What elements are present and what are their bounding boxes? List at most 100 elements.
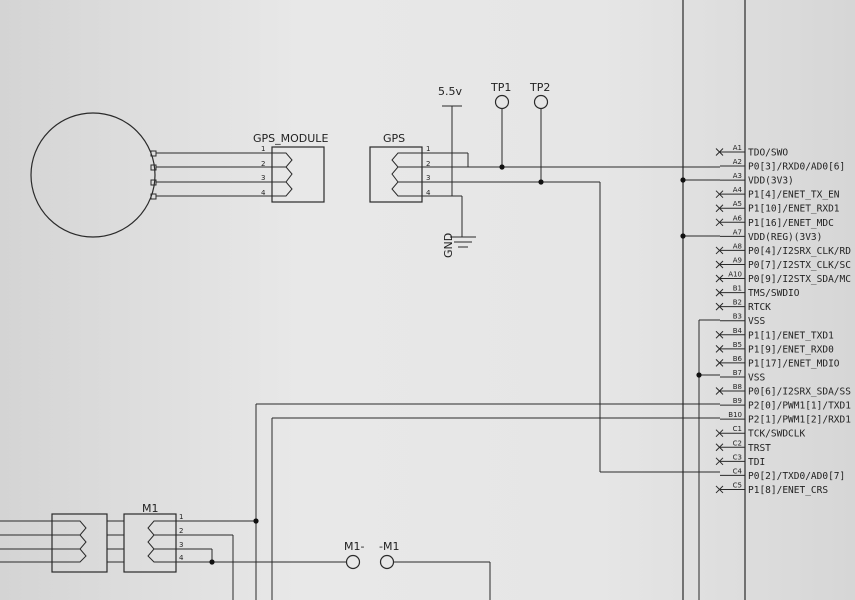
- test-point-minus-m1[interactable]: -M1: [379, 540, 399, 570]
- gps-module-pin-2: 2: [261, 160, 265, 168]
- motor-side-connector: [51, 513, 108, 573]
- ic-pin: B5 P1[9]/ENET_RXD0: [715, 341, 834, 355]
- gps-module-pin-4: 4: [261, 189, 266, 197]
- no-connect-mark: [715, 190, 724, 199]
- ic-pin-name: TDI: [748, 457, 765, 468]
- ic-pin-number: B8: [733, 383, 742, 391]
- no-connect-mark: [715, 218, 724, 227]
- no-connect-mark: [715, 274, 724, 283]
- ic-power-rails: [680, 177, 720, 600]
- ic-pin-number: C4: [733, 467, 743, 475]
- ic-pin-name: P0[4]/I2SRX_CLK/RD: [748, 246, 851, 257]
- gps-pin-2: 2: [426, 160, 430, 168]
- ic-pin-name: P0[2]/TXD0/AD0[7]: [748, 471, 845, 482]
- gps-pin-3: 3: [426, 174, 430, 182]
- no-connect-mark: [715, 260, 724, 269]
- ic-pin-name: P1[8]/ENET_CRS: [748, 485, 828, 496]
- ic-pin-name: VDD(REG)(3V3): [748, 232, 822, 243]
- ic-pin-name: P1[9]/ENET_RXD0: [748, 344, 834, 355]
- ic-pin-number: B10: [728, 411, 742, 419]
- gps-module-pin-3: 3: [261, 174, 265, 182]
- ic-pin-name: P2[0]/PWM1[1]/TXD1: [748, 401, 851, 412]
- gps-pin-1: 1: [426, 145, 430, 153]
- no-connect-mark: [715, 457, 724, 466]
- ic-pin-name: P0[6]/I2SRX_SDA/SS: [748, 387, 851, 398]
- ic-pin-name: VSS: [748, 372, 765, 383]
- ic-pin-number: B4: [733, 327, 743, 335]
- ic-pin-name: P1[10]/ENET_RXD1: [748, 204, 840, 215]
- gps-wires: [422, 105, 720, 473]
- m1-minus-label: M1-: [344, 540, 364, 553]
- no-connect-mark: [715, 359, 724, 367]
- ic-pin-name: P1[1]/ENET_TXD1: [748, 330, 834, 341]
- ic-pin-number: B6: [733, 355, 743, 363]
- ic-pin-number: C2: [733, 439, 742, 447]
- no-connect-mark: [715, 429, 724, 438]
- no-connect-mark: [715, 302, 724, 311]
- no-connect-mark: [715, 246, 724, 255]
- m1-connector: M1 1 2 3 4: [123, 502, 190, 573]
- ic-pin-number: A6: [733, 214, 743, 222]
- ic-pin-number: B9: [733, 397, 742, 405]
- ic-pin-name: VSS: [748, 316, 765, 327]
- m1-pin-1: 1: [179, 513, 183, 521]
- no-connect-mark: [715, 443, 724, 452]
- test-point-tp1[interactable]: TP1: [490, 81, 511, 110]
- gps-connector: GPS 1 2 3 4: [369, 132, 431, 203]
- test-point-tp2[interactable]: TP2: [529, 81, 550, 110]
- ic-pin-name: TRST: [748, 443, 771, 454]
- gps-label: GPS: [383, 132, 405, 145]
- ic-pin-number: A7: [733, 228, 742, 236]
- test-point-m1-minus[interactable]: M1-: [344, 540, 364, 570]
- m1-wires: [0, 403, 720, 600]
- ic-pin-number: A5: [733, 200, 742, 208]
- ic-pin-number: C1: [733, 425, 742, 433]
- minus-m1-label: -M1: [379, 540, 399, 553]
- tp2-label: TP2: [529, 81, 550, 94]
- tp1-label: TP1: [490, 81, 511, 94]
- ic-pin-name: P1[16]/ENET_MDC: [748, 218, 834, 229]
- power-label: 5.5v: [438, 85, 462, 98]
- no-connect-mark: [715, 387, 724, 395]
- ic-pin-number: C3: [733, 453, 742, 461]
- ic-pin-number: A8: [733, 242, 742, 250]
- ic-pin-name: P0[9]/I2STX_SDA/MC: [748, 274, 851, 285]
- ic-pin-name: P2[1]/PWM1[2]/RXD1: [748, 415, 851, 426]
- no-connect-mark: [715, 148, 724, 156]
- ic-pin-name: P0[7]/I2STX_CLK/SC: [748, 260, 851, 271]
- no-connect-mark: [715, 485, 724, 494]
- ic-pin-name: TCK/SWDCLK: [748, 429, 805, 440]
- gps-module-label: GPS_MODULE: [253, 132, 328, 145]
- m1-label: M1: [142, 502, 159, 515]
- m1-pin-4: 4: [179, 554, 184, 562]
- ic-pin-number: C5: [733, 481, 742, 489]
- ic-pin-number: B7: [733, 369, 742, 377]
- ic-pin-name: TMS/SWDIO: [748, 288, 800, 299]
- ic-pin-name: P1[17]/ENET_MDIO: [748, 358, 840, 369]
- gps-antenna: [30, 112, 272, 238]
- ic-pin-number: A3: [733, 172, 742, 180]
- no-connect-mark: [715, 288, 724, 297]
- ic-pin-number: B5: [733, 341, 742, 349]
- ic-pin-number: B2: [733, 299, 742, 307]
- ic-pin: B6 P1[17]/ENET_MDIO: [715, 355, 840, 369]
- ic-pin-number: A10: [728, 271, 742, 279]
- gps-pin-4: 4: [426, 189, 431, 197]
- ic-pin-name: P1[4]/ENET_TX_EN: [748, 190, 840, 201]
